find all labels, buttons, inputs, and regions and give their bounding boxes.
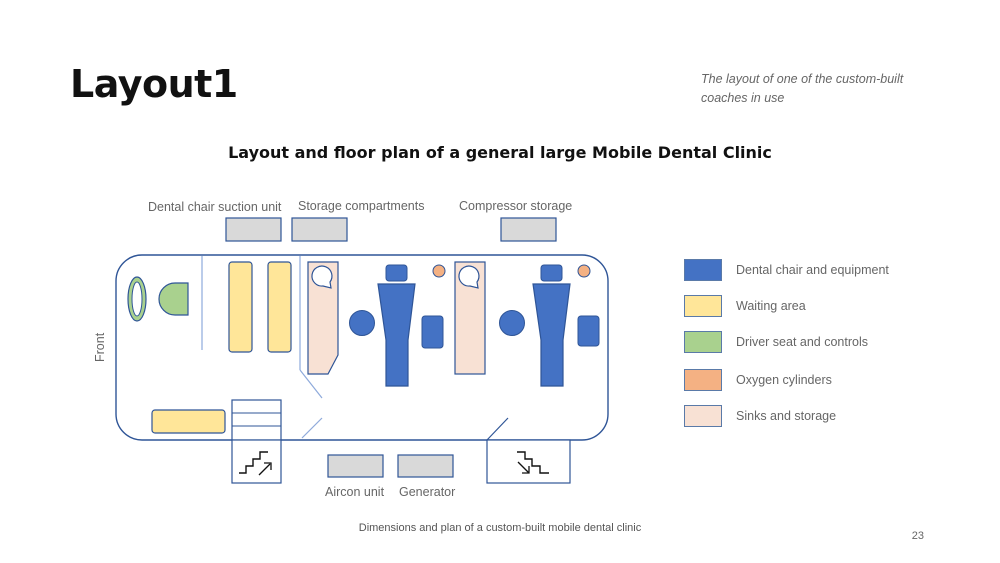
- dental-chair: [377, 283, 416, 387]
- legend-item: Oxygen cylinders: [684, 367, 832, 393]
- waiting-bench: [267, 261, 292, 353]
- slide-subtitle: The layout of one of the custom-built co…: [701, 72, 904, 105]
- diagram-caption: Dimensions and plan of a custom-built mo…: [358, 522, 642, 534]
- legend-item: Driver seat and controls: [684, 329, 868, 355]
- legend-item: Dental chair and equipment: [684, 257, 889, 283]
- diagram-heading: Layout and floor plan of a general large…: [228, 143, 772, 162]
- label-compressor-storage: Compressor storage: [459, 199, 572, 213]
- entry-door: [231, 439, 282, 484]
- operator-stool: [499, 310, 525, 336]
- storage-compartment-box: [291, 217, 348, 242]
- label-generator: Generator: [399, 485, 455, 499]
- page-number: 23: [911, 530, 924, 542]
- label-suction-unit: Dental chair suction unit: [148, 200, 282, 214]
- legend-swatch: [684, 295, 722, 317]
- suction-unit-box: [225, 217, 282, 242]
- equipment-cart: [421, 315, 444, 349]
- sink-basin: [458, 265, 480, 289]
- coach-outline: [115, 254, 609, 441]
- generator-box: [397, 454, 454, 478]
- legend-label: Dental chair and equipment: [736, 263, 889, 277]
- dental-chair: [532, 283, 571, 387]
- stairs-down-icon: [517, 451, 549, 474]
- dental-chair-headrest: [540, 264, 563, 282]
- legend-label: Driver seat and controls: [736, 335, 869, 349]
- legend-swatch: [684, 259, 722, 281]
- legend-item: Sinks and storage: [684, 403, 836, 429]
- legend-label: Sinks and storage: [736, 409, 837, 423]
- dental-chair-headrest: [385, 264, 408, 282]
- oxygen-cylinder: [432, 264, 446, 278]
- waiting-bench: [228, 261, 253, 353]
- aircon-unit-box: [327, 454, 384, 478]
- legend-item: Waiting area: [684, 293, 806, 319]
- stairs-up-icon: [239, 451, 272, 476]
- operator-stool: [349, 310, 375, 336]
- sink-basin: [311, 265, 333, 289]
- oxygen-cylinder: [577, 264, 591, 278]
- door-line: [486, 417, 509, 441]
- legend-label: Oxygen cylinders: [736, 373, 832, 387]
- exit-door: [486, 439, 571, 484]
- driver-seat: [158, 282, 189, 316]
- compressor-storage-box: [500, 217, 557, 242]
- slide-title: Layout1: [70, 62, 238, 106]
- legend-label: Waiting area: [736, 299, 806, 313]
- equipment-cart: [577, 315, 600, 347]
- legend-swatch: [684, 369, 722, 391]
- legend-swatch: [684, 331, 722, 353]
- sink-storage-unit: [307, 261, 339, 375]
- label-aircon-unit: Aircon unit: [325, 485, 385, 499]
- label-storage-compartments: Storage compartments: [298, 199, 424, 213]
- partition-line: [299, 369, 323, 399]
- steering-wheel-inner: [131, 281, 143, 317]
- legend-swatch: [684, 405, 722, 427]
- partition-line: [301, 417, 323, 439]
- label-front: Front: [93, 332, 107, 362]
- entry-steps: [231, 399, 282, 441]
- waiting-bench-front: [151, 409, 226, 434]
